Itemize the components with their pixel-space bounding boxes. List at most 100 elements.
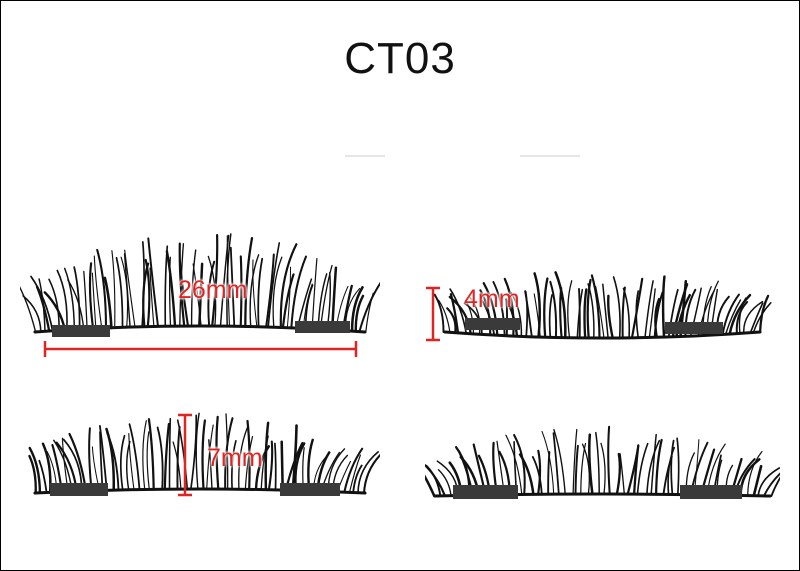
lash-fiber (635, 290, 640, 339)
lash-fiber (239, 255, 243, 328)
lash-fiber (553, 428, 566, 495)
lash-fiber (481, 299, 496, 336)
lash-fiber (607, 425, 611, 496)
lash-fiber (607, 294, 614, 340)
lash-fiber (123, 253, 131, 329)
lash-fiber (574, 444, 579, 496)
lash-fiber (449, 293, 460, 335)
lash-fiber (762, 472, 780, 497)
lash-fiber (590, 274, 601, 340)
lash-fiber (28, 454, 37, 495)
magnet-strip-right (295, 321, 350, 333)
magnet-strip-right (680, 485, 742, 499)
lash-fiber (208, 439, 213, 490)
lash-fiber (176, 419, 189, 490)
lash-fiber (124, 249, 136, 328)
magnet-strip-left (52, 325, 110, 337)
lash-fiber (425, 474, 436, 498)
lash-fiber (190, 414, 198, 490)
lash-fiber (147, 418, 155, 491)
lash-fiber (505, 300, 509, 337)
length-label: 26mm (178, 276, 248, 304)
lash-fiber (280, 440, 284, 492)
lash-fiber (578, 287, 581, 339)
lash-fiber (676, 437, 680, 496)
lash-fiber (172, 441, 182, 490)
lash-fiber (163, 422, 171, 491)
lash-fiber (267, 440, 274, 491)
lash-fiber (644, 280, 654, 339)
inner-height-dimension-line (426, 286, 440, 342)
lash-fiber (622, 287, 631, 339)
lash-fiber (572, 428, 578, 495)
eyelash-strip-bottom-left (28, 412, 380, 496)
lash-fiber (63, 267, 76, 331)
lash-fiber (238, 425, 249, 490)
length-dimension-line (43, 341, 358, 357)
lash-fiber (149, 267, 155, 328)
lash-fiber (743, 300, 764, 334)
lash-fiber (587, 283, 595, 339)
lash-fiber (264, 421, 270, 492)
lash-fiber (311, 257, 318, 330)
lash-fiber (156, 426, 164, 491)
lash-fiber (595, 431, 600, 495)
lash-fiber (88, 262, 95, 330)
lash-fiber (106, 431, 120, 492)
lash-fiber (354, 294, 365, 333)
lash-fiber (646, 439, 661, 495)
lash-fiber (580, 442, 587, 495)
lash-fiber (178, 242, 186, 328)
lash-fiber (226, 235, 231, 327)
lash-fiber (437, 299, 451, 333)
lash-fiber (274, 442, 277, 491)
lash-fiber (281, 273, 295, 329)
lash-fiber (752, 464, 763, 497)
lash-fiber (583, 288, 588, 340)
lash-fiber (224, 417, 234, 491)
lash-fiber (249, 254, 260, 328)
lash-fibers (433, 271, 772, 340)
lash-fiber (73, 266, 81, 331)
lash-fiber (352, 464, 363, 494)
lash-fiber (111, 250, 116, 329)
lash-fiber (147, 237, 159, 328)
lash-fiber (178, 259, 190, 328)
lash-fiber (67, 279, 85, 331)
lash-fiber (721, 293, 740, 336)
lash-fiber (267, 242, 281, 329)
lash-fiber (541, 430, 555, 495)
eyelash-strip-top-left (20, 233, 380, 337)
lash-fiber (654, 438, 663, 496)
lash-fiber (198, 262, 204, 328)
lash-fiber (479, 289, 492, 336)
product-code-title: CT03 (344, 34, 456, 83)
lash-fiber (168, 417, 172, 490)
lash-fiber (650, 433, 657, 495)
lash-fiber (533, 293, 541, 338)
lash-fibers (28, 412, 380, 495)
lash-fiber (343, 447, 364, 494)
lash-fiber (549, 280, 558, 339)
lash-fiber (492, 281, 506, 337)
lash-fiber (667, 446, 676, 496)
lash-fiber (358, 281, 380, 333)
lash-fiber (505, 434, 523, 496)
lash-fiber (244, 435, 254, 491)
lash-fiber (661, 275, 666, 339)
lash-fiber (602, 283, 609, 339)
eyelash-strip-top-right (433, 271, 772, 340)
lash-fiber (464, 299, 475, 335)
lash-fiber (724, 299, 742, 335)
lash-fiber (22, 295, 42, 333)
lash-fiber (588, 433, 594, 496)
lash-fiber (670, 439, 675, 496)
lash-fiber (207, 260, 216, 327)
faint-mark (345, 155, 385, 157)
lash-fiber (518, 453, 535, 496)
lash-fiber (257, 257, 264, 328)
magnet-strip-left (453, 485, 518, 499)
lash-fiber (758, 294, 770, 334)
inner-height-label: 4mm (464, 285, 520, 313)
lash-fiber (146, 431, 150, 490)
